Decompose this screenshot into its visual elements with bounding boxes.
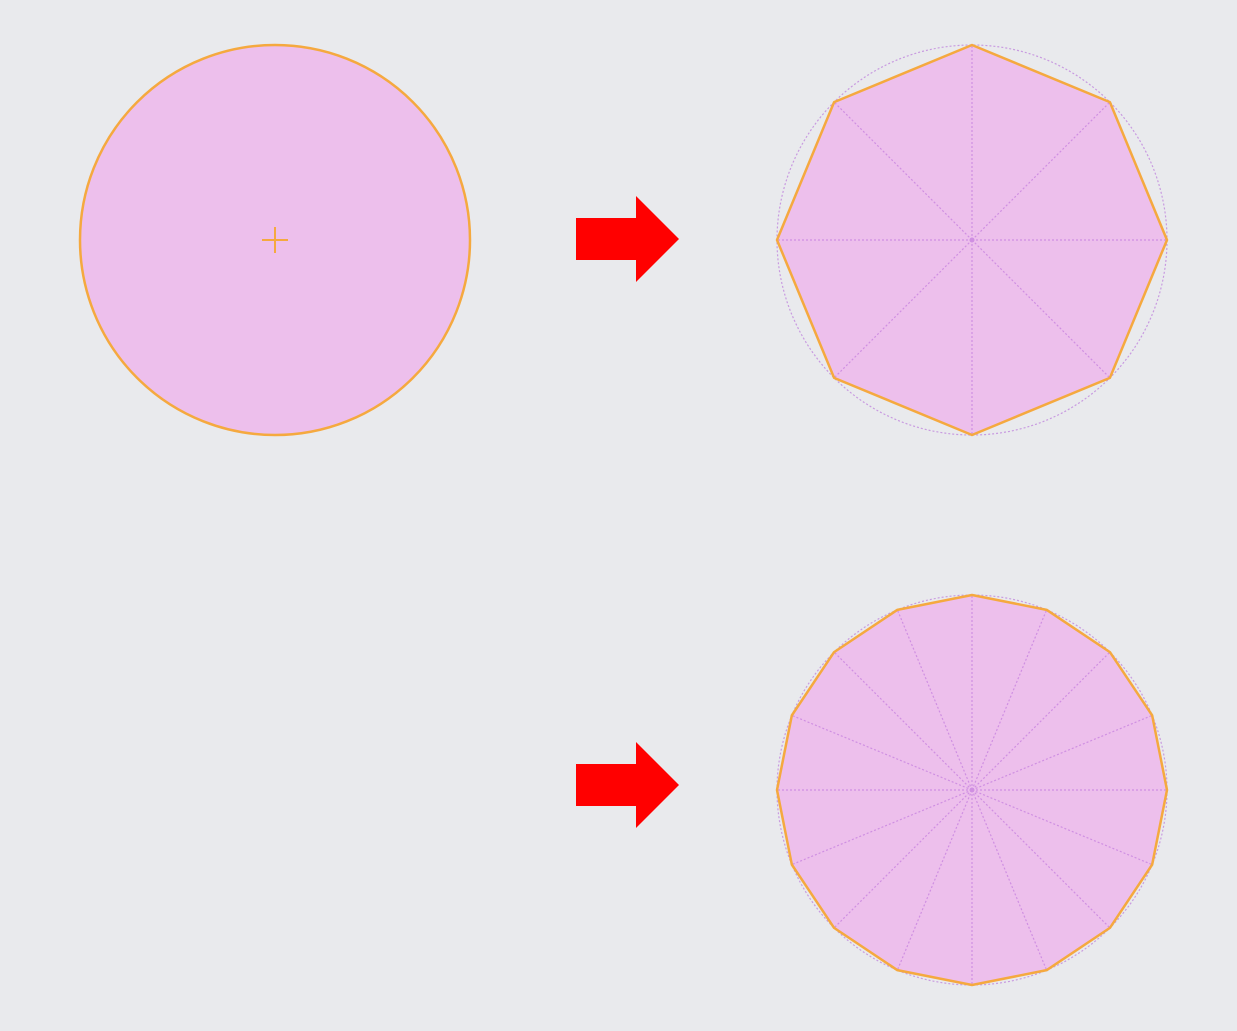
source-circle-group bbox=[78, 43, 472, 437]
spoke-line bbox=[971, 789, 1153, 866]
spoke-line bbox=[833, 789, 973, 929]
polygon-outline bbox=[775, 43, 1169, 437]
spoke-line bbox=[791, 714, 973, 791]
center-point bbox=[969, 237, 975, 243]
octagon-approximation bbox=[775, 43, 1169, 437]
spoke-line bbox=[791, 789, 973, 866]
arrow-shape bbox=[576, 742, 679, 828]
spoke-line bbox=[971, 101, 1111, 241]
spoke-line bbox=[833, 651, 973, 791]
spoke-line bbox=[971, 239, 1111, 379]
spoke-line bbox=[971, 714, 1153, 791]
spoke-line bbox=[896, 789, 973, 971]
spoke-line bbox=[833, 101, 973, 241]
spoke-line bbox=[971, 609, 1048, 791]
polygon-outline bbox=[775, 593, 1169, 987]
arrow-shape bbox=[576, 196, 679, 282]
center-point bbox=[969, 787, 975, 793]
spoke-line bbox=[971, 789, 1048, 971]
arrow-right-icon bbox=[576, 742, 679, 828]
spoke-line bbox=[971, 651, 1111, 791]
spoke-line bbox=[833, 239, 973, 379]
arrow-right-icon bbox=[576, 196, 679, 282]
spoke-line bbox=[971, 789, 1111, 929]
spoke-line bbox=[896, 609, 973, 791]
hexadecagon-approximation bbox=[775, 593, 1169, 987]
center-plus-icon bbox=[262, 227, 288, 253]
